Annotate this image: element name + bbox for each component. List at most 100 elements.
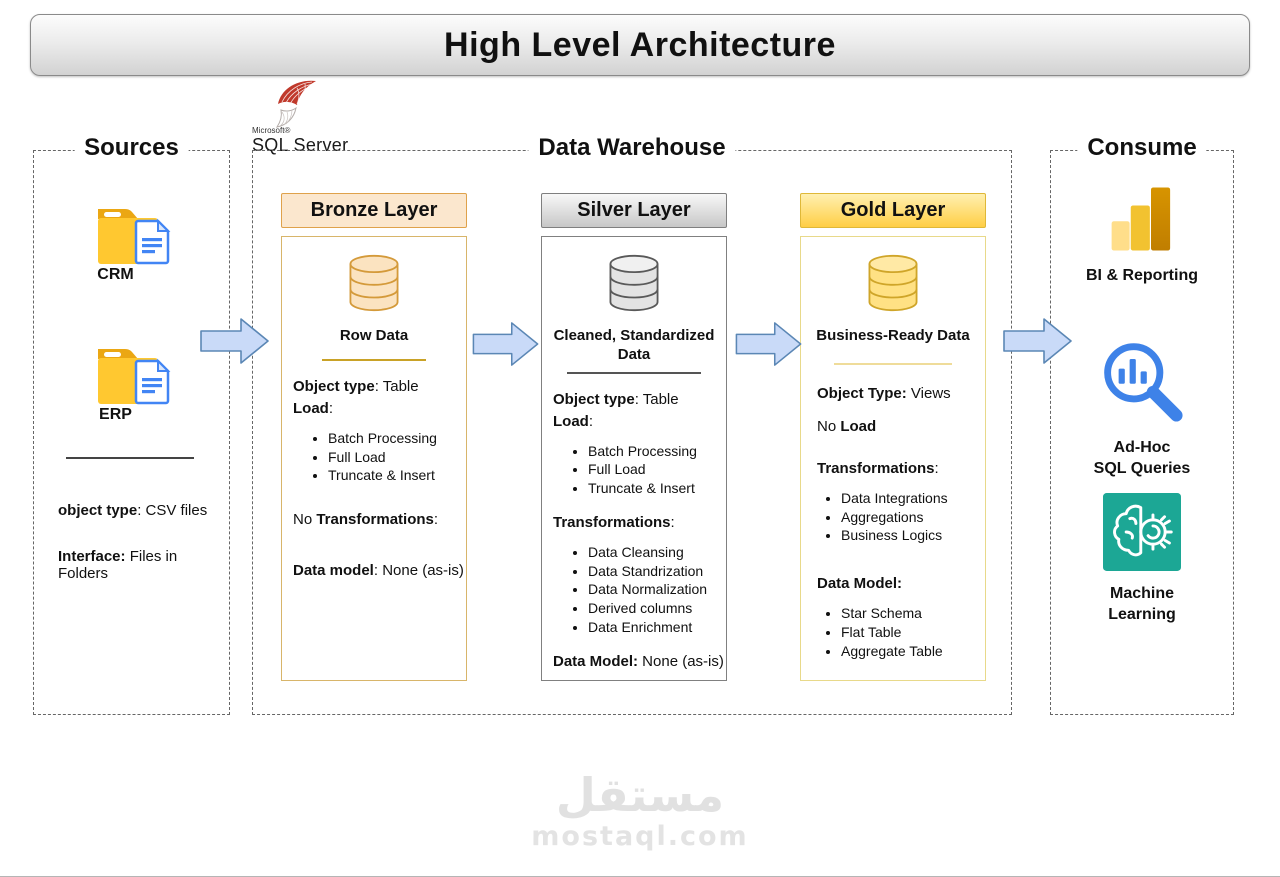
gold-load-line: No Load: [801, 418, 985, 435]
kv-key: Object type: [293, 377, 375, 395]
page-title: High Level Architecture: [444, 25, 836, 64]
kv-key: Data Model:: [553, 652, 639, 670]
magnifier-chart-icon: [1104, 343, 1183, 422]
bronze-layer: Bronze Layer Row Data Object type: Table…: [281, 150, 467, 681]
kv-value: :: [433, 511, 439, 528]
gold-transformations-line: Transformations:: [801, 460, 985, 477]
bullet-item: Data Cleansing: [588, 543, 726, 562]
sources-section: Sources CRM: [33, 134, 230, 715]
flow-arrow-bronze-to-silver: [472, 322, 539, 366]
sources-object-type-line: object type: CSV files: [47, 502, 207, 519]
bronze-layer-body: Row Data Object type: Table Load: Batch …: [281, 236, 467, 681]
folder-document-icon: [97, 209, 170, 265]
bullet-item: Truncate & Insert: [328, 466, 466, 485]
bullet-item: Data Normalization: [588, 580, 726, 599]
database-cylinder-icon: [609, 254, 659, 312]
kv-value: :: [588, 412, 594, 430]
silver-transformations-line: Transformations:: [542, 514, 726, 531]
watermark-domain-text: mostaql.com: [531, 820, 749, 852]
silver-divider: [567, 371, 701, 374]
gold-layer-body: Business-Ready Data Object Type: Views N…: [800, 236, 986, 681]
flow-arrow-gold-to-consume: [1003, 318, 1072, 364]
bronze-db-label: Row Data: [339, 327, 409, 344]
silver-load-list: Batch ProcessingFull LoadTruncate & Inse…: [542, 442, 726, 498]
consume-adhoc-queries: Ad-Hoc SQL Queries: [1051, 337, 1233, 480]
silver-layer-header: Silver Layer: [541, 193, 727, 228]
sources-title: Sources: [74, 134, 189, 162]
gold-model-list: Star SchemaFlat TableAggregate Table: [801, 604, 985, 660]
gold-data-model-line: Data Model:: [801, 575, 985, 592]
kv-key: Load: [553, 412, 589, 430]
gold-layer: Gold Layer Business-Ready Data Object Ty…: [800, 150, 986, 681]
kv-value: : CSV files: [137, 502, 208, 519]
kv-key: Data model: [293, 562, 374, 579]
source-crm-label: CRM: [97, 266, 134, 283]
silver-layer-body: Cleaned, Standardized Data Object type: …: [541, 236, 727, 681]
consume-machine-learning: Machine Learning: [1051, 493, 1233, 626]
kv-key: Transformations: [817, 459, 935, 477]
bronze-layer-header: Bronze Layer: [281, 193, 467, 228]
bullet-item: Derived columns: [588, 599, 726, 618]
flow-arrow-sources-to-bronze: [200, 318, 269, 364]
bullet-item: Data Enrichment: [588, 618, 726, 637]
source-erp: ERP: [34, 335, 229, 424]
bullet-item: Business Logics: [841, 526, 985, 545]
gold-layer-title: Gold Layer: [840, 199, 946, 221]
bullet-item: Full Load: [588, 460, 726, 479]
brain-gear-icon: [1103, 493, 1181, 571]
kv-pre: No: [817, 417, 841, 435]
bronze-object-type-line: Object type: Table: [282, 378, 466, 395]
folder-document-icon: [97, 349, 170, 405]
database-cylinder-icon: [868, 254, 918, 312]
sources-divider: [66, 457, 194, 459]
kv-value: None (as-is): [638, 652, 724, 670]
consume-bi-label: BI & Reporting: [1086, 267, 1198, 284]
title-bar: High Level Architecture: [30, 14, 1250, 76]
silver-layer: Silver Layer Cleaned, Standardized Data …: [541, 150, 727, 681]
bullet-item: Truncate & Insert: [588, 479, 726, 498]
bullet-item: Aggregate Table: [841, 642, 985, 661]
bronze-layer-title: Bronze Layer: [310, 199, 438, 221]
data-warehouse-section: Data Warehouse: [252, 134, 1012, 715]
kv-value: :: [934, 459, 939, 477]
kv-value: Views: [906, 384, 951, 402]
kv-pre: No: [293, 511, 317, 528]
kv-value: : Table: [374, 377, 419, 395]
database-cylinder-icon: [349, 254, 399, 312]
bronze-data-model-line: Data model: None (as-is): [282, 562, 466, 579]
kv-key: Object type: [553, 390, 635, 408]
data-warehouse-title: Data Warehouse: [528, 134, 736, 162]
bullet-item: Star Schema: [841, 604, 985, 623]
sql-server-microsoft-label: Microsoft®: [252, 126, 291, 135]
silver-object-type-line: Object type: Table: [542, 391, 726, 408]
bullet-item: Data Standrization: [588, 562, 726, 581]
kv-value: :: [670, 513, 675, 531]
sql-server-icon: [275, 80, 316, 128]
consume-title: Consume: [1077, 134, 1207, 162]
silver-load-line: Load:: [542, 413, 726, 430]
kv-key: Interface:: [58, 548, 126, 565]
kv-key: object type: [58, 502, 138, 519]
powerbi-bars-icon: [1111, 187, 1171, 251]
consume-section: Consume BI & Reporting: [1050, 134, 1234, 715]
sources-interface-line: Interface: Files in Folders: [47, 548, 229, 582]
gold-divider: [834, 362, 952, 365]
kv-key: Load: [293, 399, 329, 417]
gold-object-type-line: Object Type: Views: [801, 385, 985, 402]
silver-transformations-list: Data CleansingData StandrizationData Nor…: [542, 543, 726, 637]
gold-db-label: Business-Ready Data: [816, 327, 970, 344]
gold-layer-header: Gold Layer: [800, 193, 986, 228]
sql-server-logo: Microsoft® SQL Server: [250, 78, 370, 156]
kv-value: : Table: [634, 390, 679, 408]
bullet-item: Aggregations: [841, 508, 985, 527]
source-crm: CRM: [34, 195, 229, 284]
silver-data-model-line: Data Model: None (as-is): [542, 653, 726, 670]
kv-value: Files in Folders: [58, 548, 178, 582]
bronze-load-list: Batch ProcessingFull LoadTruncate & Inse…: [282, 429, 466, 485]
kv-key: Load: [840, 417, 877, 435]
bullet-item: Data Integrations: [841, 489, 985, 508]
bronze-transformations-line: No Transformations:: [282, 511, 466, 528]
kv-key: Object Type:: [817, 384, 907, 402]
kv-key: Data Model:: [817, 575, 903, 592]
